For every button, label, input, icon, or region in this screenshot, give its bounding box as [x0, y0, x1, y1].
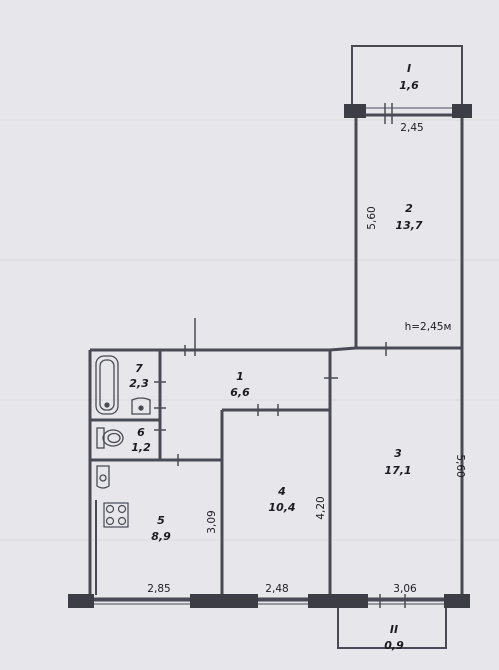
- dim-room5-height: 3,09: [206, 510, 218, 533]
- room-5-number: 5: [157, 514, 165, 527]
- door-marks: [154, 103, 406, 608]
- room-6-area: 1,2: [131, 441, 151, 454]
- ceiling-height: h=2,45м: [405, 321, 452, 333]
- room-7-area: 2,3: [129, 377, 149, 390]
- sink-icon: [131, 397, 151, 415]
- room-4-area: 10,4: [268, 501, 295, 514]
- kitchen-sink-icon: [96, 465, 110, 489]
- room-5-area: 8,9: [151, 530, 171, 543]
- dim-room2-height: 5,60: [366, 206, 378, 229]
- room-I-area: 1,6: [399, 79, 419, 92]
- bathtub-icon: [95, 355, 119, 415]
- room-7-number: 7: [135, 362, 143, 375]
- dim-room5-width: 2,85: [147, 583, 170, 595]
- room-2-area: 13,7: [395, 219, 422, 232]
- windows: [68, 104, 472, 608]
- dim-room4-width: 2,48: [265, 583, 288, 595]
- room-2-number: 2: [405, 202, 413, 215]
- paper-background: [0, 119, 499, 541]
- walls: [78, 45, 470, 649]
- dimension-labels: 2,45 5,60 5,60 4,20 3,09 2,85 2,48 3,06 …: [147, 122, 466, 595]
- dim-room3-height: 5,60: [454, 454, 466, 477]
- room-II-area: 0,9: [384, 639, 404, 652]
- room-labels: I 1,6 2 13,7 7 2,3 1 6,6 6 1,2 3 17,1 4 …: [129, 62, 423, 652]
- window-glass: [94, 107, 452, 605]
- room-1-area: 6,6: [230, 386, 250, 399]
- dim-balcony-top-width: 2,45: [400, 122, 423, 134]
- room-4-number: 4: [277, 485, 286, 498]
- room-1-number: 1: [236, 370, 244, 383]
- dim-room3-width: 3,06: [393, 583, 417, 595]
- room-3-number: 3: [394, 447, 402, 460]
- stove-icon: [103, 502, 129, 528]
- room-II-number: II: [390, 623, 398, 636]
- toilet-icon: [96, 427, 124, 449]
- room-I-number: I: [407, 62, 411, 75]
- room-6-number: 6: [137, 426, 145, 439]
- dim-room4-height: 4,20: [315, 496, 327, 519]
- room-3-area: 17,1: [384, 464, 411, 477]
